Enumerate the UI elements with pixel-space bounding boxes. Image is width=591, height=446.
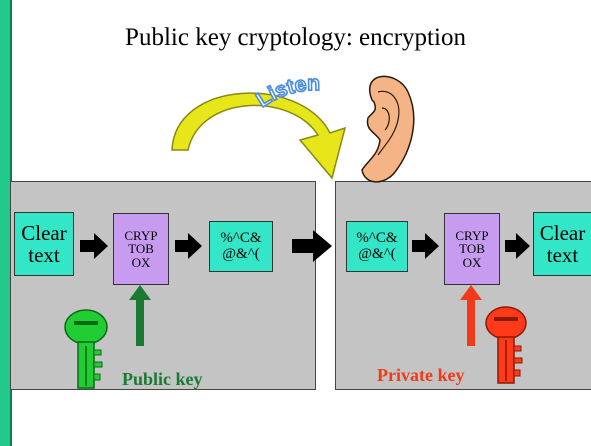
cryptobox-line-2: TOB [459, 241, 485, 257]
red-key-icon [485, 306, 527, 384]
cipher-line-1: %^C& [220, 229, 262, 246]
ciphertext-box-left: %^C&@&^( [209, 221, 273, 272]
slide-title: Public key cryptology: encryption [125, 24, 466, 51]
cipher-line-1: %^C& [356, 229, 398, 246]
cryptobox-line-1: CRYP [455, 227, 489, 243]
cryptobox-line-1: CRYP [124, 227, 158, 243]
clear-text-line-2: text [28, 243, 60, 267]
right-arrow-icon [175, 233, 202, 259]
up-arrow-icon [460, 285, 482, 346]
right-arrow-icon [412, 233, 439, 259]
ear-icon [361, 75, 415, 183]
right-arrow-icon [80, 233, 108, 259]
up-arrow-icon [129, 285, 151, 346]
clear-text-line-1: Clear [21, 220, 67, 245]
public-key-label: Public key [122, 369, 203, 389]
ciphertext-box-right: %^C&@&^( [346, 221, 408, 272]
green-key-icon [64, 309, 108, 389]
curved-arrow-icon [171, 92, 347, 180]
cryptobox-line-3: OX [462, 254, 482, 270]
cipher-line-2: @&^( [222, 245, 260, 262]
cryptobox-line-2: TOB [128, 241, 154, 257]
right-arrow-icon [292, 230, 332, 262]
cipher-line-2: @&^( [358, 245, 396, 262]
clear-text-line-1: Clear [539, 220, 586, 245]
private-key-label: Private key [377, 365, 465, 385]
right-arrow-icon [505, 233, 530, 259]
cryptobox-line-3: OX [131, 254, 151, 270]
accent-bar [0, 0, 10, 446]
clear-text-line-2: text [546, 243, 579, 267]
